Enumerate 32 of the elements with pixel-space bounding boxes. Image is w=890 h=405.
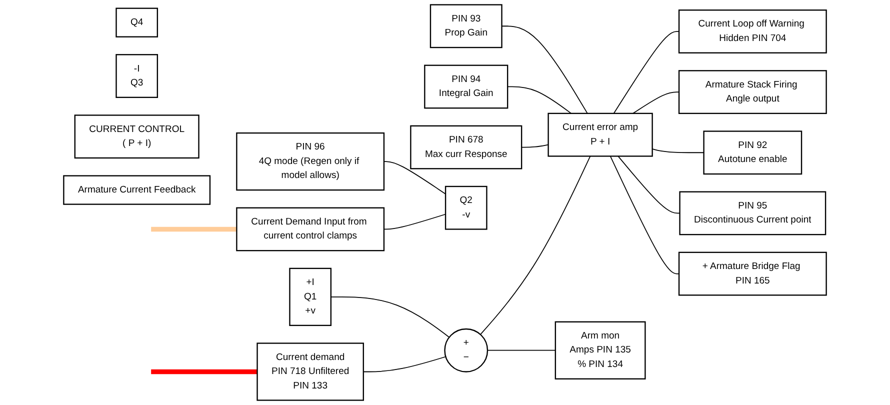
- connector: [613, 31, 680, 114]
- connector: [610, 156, 680, 274]
- node-circle: + −: [444, 328, 488, 372]
- connector: [521, 144, 549, 148]
- connector: [618, 156, 680, 214]
- node-box: Current demand PIN 718 Unfiltered PIN 133: [256, 342, 364, 401]
- node-box: PIN 96 4Q mode (Regen only if model allows): [236, 132, 385, 191]
- connector: [507, 86, 572, 114]
- node-box: PIN 95 Discontinuous Current point: [679, 191, 826, 236]
- node-box: PIN 92 Autotune enable: [703, 130, 802, 175]
- connector: [652, 148, 704, 154]
- node-box: Q2 -v: [444, 186, 488, 230]
- node-box: + Armature Bridge Flag PIN 165: [678, 252, 827, 296]
- connector: [151, 369, 258, 374]
- node-box: -I Q3: [116, 54, 158, 98]
- node-box: PIN 94 Integral Gain: [424, 64, 508, 109]
- node-box: PIN 93 Prop Gain: [430, 4, 502, 48]
- node-box: +I Q1 +v: [289, 268, 332, 326]
- connector: [632, 92, 680, 114]
- connector: [151, 226, 237, 232]
- node-box: Arm mon Amps PIN 135 % PIN 134: [554, 321, 646, 380]
- node-box: Current Demand Input from current control clamps: [236, 207, 385, 252]
- node-box: Armature Current Feedback: [63, 175, 211, 205]
- node-box: CURRENT CONTROL ( P + I): [74, 114, 200, 159]
- node-box: Armature Stack Firing Angle output: [678, 70, 827, 114]
- connector: [384, 214, 446, 230]
- node-box: PIN 678 Max curr Response: [410, 125, 522, 170]
- connector: [501, 26, 588, 114]
- node-box: Current error amp P + I: [548, 112, 653, 157]
- connector: [384, 161, 446, 194]
- node-box: Current Loop off Warning Hidden PIN 704: [678, 10, 827, 54]
- node-box: Q4: [116, 8, 158, 38]
